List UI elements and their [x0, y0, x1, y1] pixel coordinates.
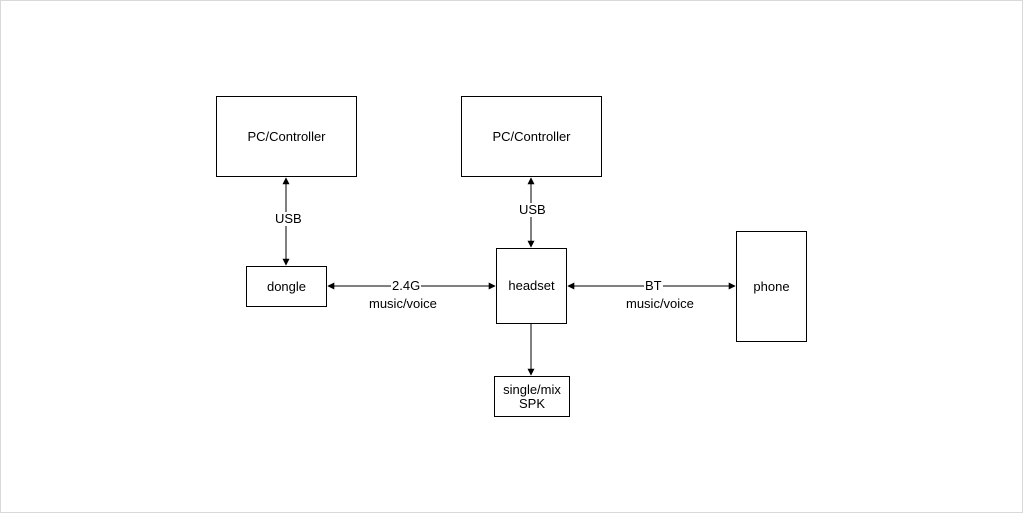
speaker-label-line2: SPK	[518, 395, 545, 411]
usb-left-label: USB	[274, 211, 303, 226]
phone-node: phone	[736, 231, 807, 342]
bt-label-bottom: music/voice	[626, 296, 694, 311]
usb-right-label: USB	[518, 202, 547, 217]
speaker-node: single/mix SPK	[494, 376, 570, 417]
pc-controller-right-label: PC/Controller	[492, 128, 571, 144]
dongle-label: dongle	[266, 278, 307, 294]
wireless-label-top: 2.4G	[391, 278, 422, 293]
bt-label-top: BT	[644, 278, 663, 293]
wireless-label-bottom: music/voice	[369, 296, 437, 311]
speaker-label-line1: single/mix	[503, 381, 561, 397]
headset-node: headset	[496, 248, 567, 324]
pc-controller-left-label: PC/Controller	[247, 128, 326, 144]
phone-label: phone	[753, 278, 790, 294]
dongle-node: dongle	[246, 266, 327, 307]
pc-controller-left-node: PC/Controller	[216, 96, 357, 177]
headset-label: headset	[508, 278, 555, 293]
pc-controller-right-node: PC/Controller	[461, 96, 602, 177]
